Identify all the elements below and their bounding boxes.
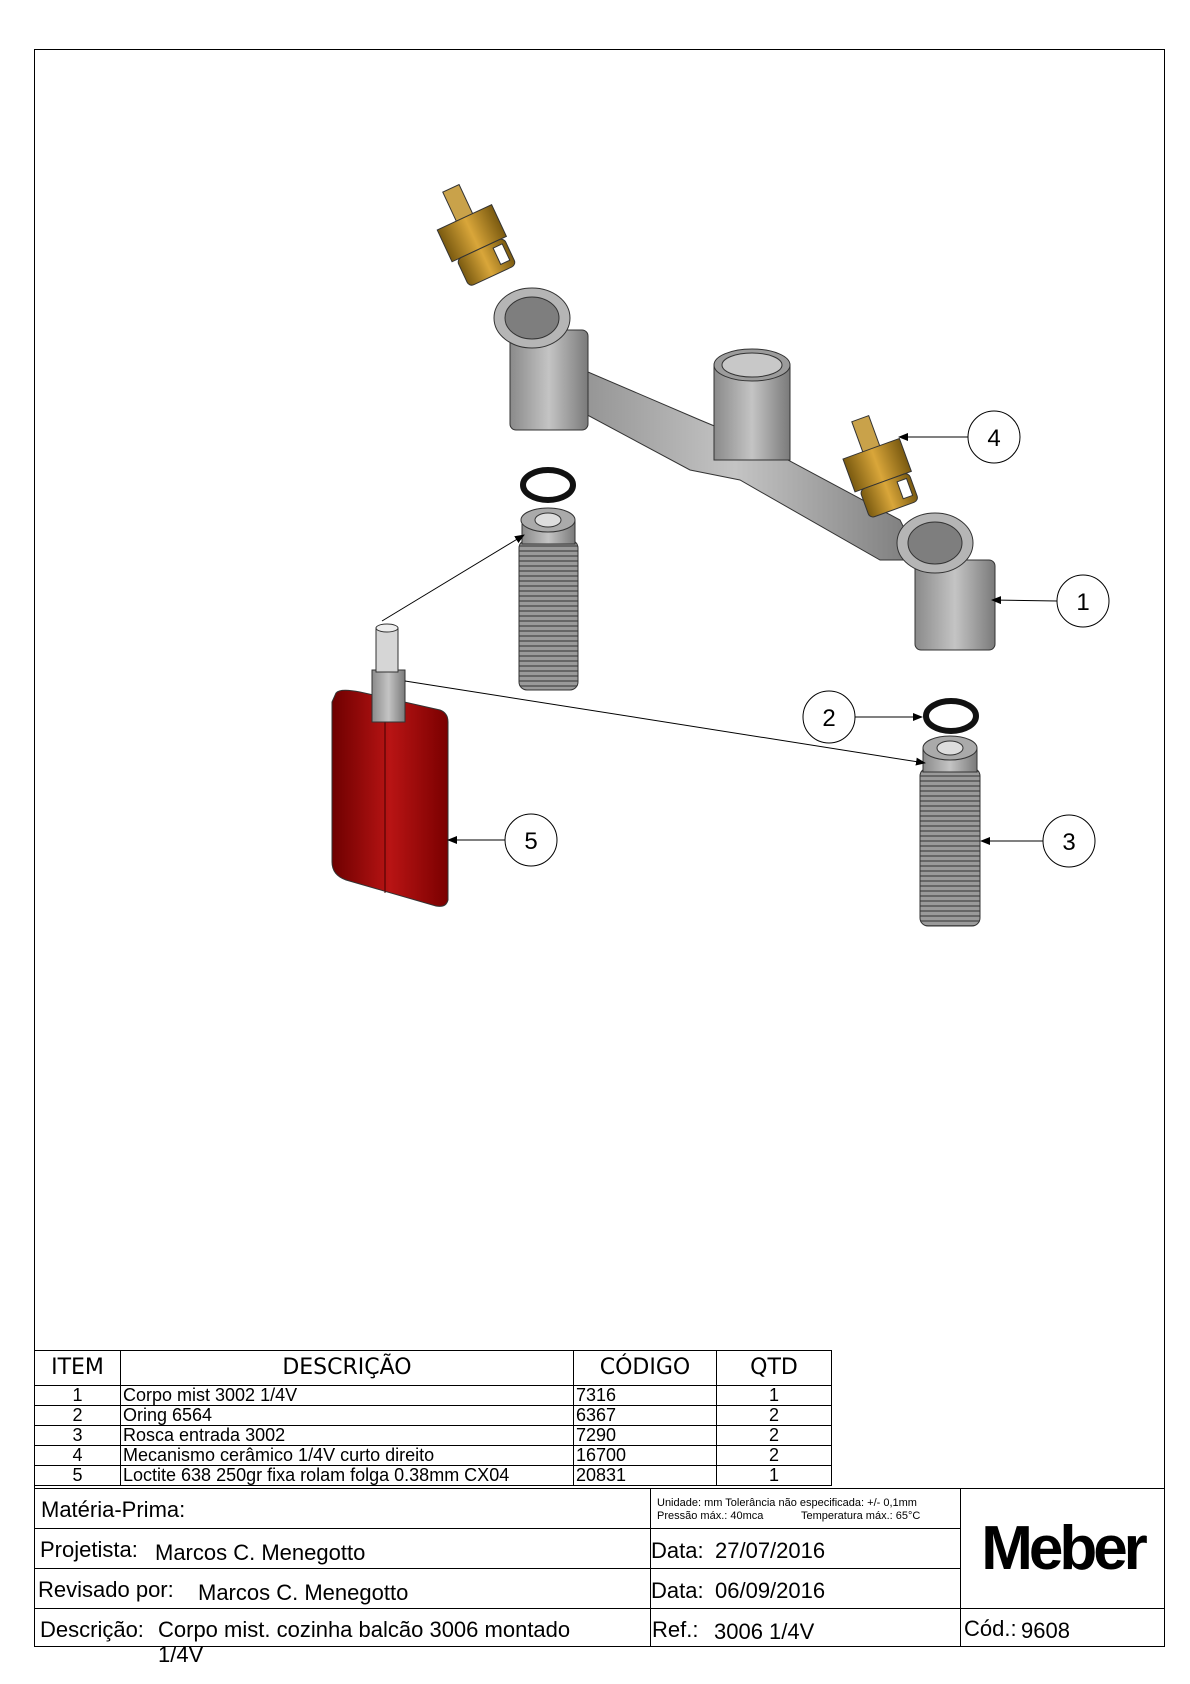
item-number: 3 — [34, 1425, 121, 1446]
item-qty: 1 — [716, 1465, 832, 1486]
mixer-body — [493, 287, 996, 651]
projetista-cell: Projetista: Marcos C. Menegotto — [34, 1528, 651, 1569]
item-qty: 1 — [716, 1385, 832, 1406]
descricao-value: Corpo mist. cozinha balcão 3006 montado — [158, 1617, 571, 1642]
item-code: 7316 — [573, 1385, 717, 1406]
meber-logo: Meber — [981, 1514, 1148, 1583]
loctite-bottle — [331, 623, 449, 907]
item-qty: 2 — [716, 1405, 832, 1426]
item-code: 6367 — [573, 1405, 717, 1426]
notes-cell: Unidade: mm Tolerância não especificada:… — [650, 1488, 961, 1529]
descricao-value-continued: 1/4V — [158, 1642, 204, 1667]
threaded-inlet-left — [518, 507, 579, 691]
item-description: Loctite 638 250gr fixa rolam folga 0.38m… — [120, 1465, 574, 1486]
item-description: Corpo mist 3002 1/4V — [120, 1385, 574, 1406]
notes-temperature: Temperatura máx.: 65°C — [801, 1510, 921, 1522]
ceramic-cartridge-top — [436, 183, 516, 286]
materia-prima-cell: Matéria-Prima: — [34, 1488, 651, 1529]
projetista-value: Marcos C. Menegotto — [155, 1540, 366, 1565]
item-description: Oring 6564 — [120, 1405, 574, 1426]
item-description: Rosca entrada 3002 — [120, 1425, 574, 1446]
data-projeto-cell: Data: 27/07/2016 — [650, 1528, 961, 1569]
data-revisao-value: 06/09/2016 — [715, 1578, 826, 1603]
item-qty: 2 — [716, 1445, 832, 1466]
item-qty: 2 — [716, 1425, 832, 1446]
header-qtd: QTD — [716, 1350, 832, 1386]
data-label: Data: — [651, 1538, 704, 1563]
ref-cell: Ref.: 3006 1/4V — [650, 1608, 961, 1647]
header-item: ITEM — [34, 1350, 121, 1386]
item-number: 2 — [34, 1405, 121, 1426]
ceramic-cartridge-right — [842, 414, 918, 518]
header-codigo: CÓDIGO — [573, 1350, 717, 1386]
balloon-1: 1 — [1056, 574, 1110, 628]
svg-text:2: 2 — [822, 705, 835, 732]
logo-cell: Meber — [960, 1488, 1165, 1609]
balloon-5: 5 — [504, 813, 558, 867]
title-block: Matéria-Prima: Unidade: mm Tolerância nã… — [34, 1488, 1165, 1667]
header-descricao: DESCRIÇÃO — [120, 1350, 574, 1386]
svg-text:1: 1 — [1076, 589, 1089, 616]
cod-label: Cód.: — [964, 1616, 1017, 1641]
cod-cell: Cód.: 9608 — [960, 1608, 1165, 1647]
revisado-value: Marcos C. Menegotto — [198, 1580, 409, 1605]
descricao-label: Descrição: — [40, 1617, 144, 1642]
revisado-cell: Revisado por: Marcos C. Menegotto — [34, 1568, 651, 1609]
revisado-label: Revisado por: — [38, 1577, 174, 1602]
bom-header: ITEM DESCRIÇÃO CÓDIGO QTD — [34, 1350, 832, 1386]
cod-value: 9608 — [1021, 1618, 1070, 1643]
data-revisao-cell: Data: 06/09/2016 — [650, 1568, 961, 1609]
o-ring-left — [520, 467, 576, 503]
ref-label: Ref.: — [652, 1617, 699, 1642]
balloon-2: 2 — [802, 690, 856, 744]
o-ring-right — [923, 698, 979, 734]
item-number: 1 — [34, 1385, 121, 1406]
item-code: 16700 — [573, 1445, 717, 1466]
item-description: Mecanismo cerâmico 1/4V curto direito — [120, 1445, 574, 1466]
notes-line-1: Unidade: mm Tolerância não especificada:… — [657, 1497, 917, 1509]
materia-prima-label: Matéria-Prima: — [41, 1497, 186, 1522]
svg-text:5: 5 — [524, 828, 537, 855]
balloon-3: 3 — [1042, 814, 1096, 868]
threaded-inlet-right — [919, 735, 981, 927]
item-number: 4 — [34, 1445, 121, 1466]
notes-pressure: Pressão máx.: 40mca — [657, 1510, 764, 1522]
data-projeto-value: 27/07/2016 — [715, 1538, 826, 1563]
item-code: 7290 — [573, 1425, 717, 1446]
item-code: 20831 — [573, 1465, 717, 1486]
svg-text:3: 3 — [1062, 829, 1075, 856]
leader-lines — [381, 433, 1058, 845]
ref-value: 3006 1/4V — [714, 1619, 815, 1644]
projetista-label: Projetista: — [40, 1537, 138, 1562]
balloon-4: 4 — [967, 410, 1021, 464]
data-label: Data: — [651, 1578, 704, 1603]
svg-text:4: 4 — [987, 425, 1000, 452]
descricao-cell: Descrição: Corpo mist. cozinha balcão 30… — [34, 1608, 651, 1667]
item-number: 5 — [34, 1465, 121, 1486]
